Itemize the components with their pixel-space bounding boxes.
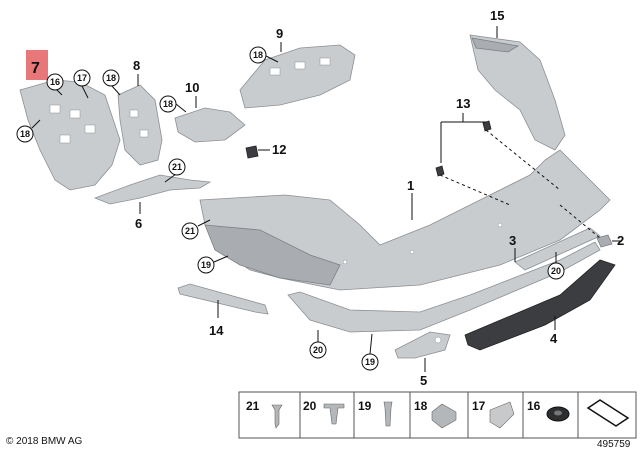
part-number-14: 14	[209, 323, 224, 338]
part-4-diffuser-trim[interactable]	[464, 259, 616, 351]
legend-item-18: 18	[414, 399, 428, 413]
part-9-carrier[interactable]	[239, 44, 356, 109]
pin-clip-icon	[383, 401, 393, 427]
arrow-box-icon	[586, 399, 630, 427]
legend-item-20: 20	[303, 399, 317, 413]
svg-text:19: 19	[365, 357, 375, 367]
callout-18-b: 18	[16, 119, 41, 143]
svg-text:17: 17	[77, 73, 87, 83]
legend-item-17: 17	[472, 399, 486, 413]
legend-item-19: 19	[358, 399, 372, 413]
part-number-15: 15	[490, 8, 504, 23]
svg-text:18: 18	[253, 50, 263, 60]
part-13-clips[interactable]	[435, 120, 492, 177]
part-7-highlight	[26, 50, 48, 80]
spring-nut-icon	[489, 401, 515, 429]
part-number-6: 6	[135, 216, 142, 231]
part-2-clip[interactable]	[596, 234, 613, 248]
diagram-number: 495759	[597, 439, 631, 450]
part-7-mount-bracket[interactable]	[19, 79, 121, 191]
callout-16-a: 16	[46, 73, 64, 96]
svg-text:18: 18	[163, 99, 173, 109]
part-number-3: 3	[509, 233, 516, 248]
part-8-bracket[interactable]	[117, 84, 163, 166]
callout-21-a: 21	[164, 158, 186, 183]
part-3-guide-strip[interactable]	[514, 227, 601, 271]
svg-text:20: 20	[313, 345, 323, 355]
screw-icon	[271, 404, 283, 429]
nut-icon	[431, 403, 457, 429]
expanding-rivet-icon	[323, 403, 345, 425]
part-number-9: 9	[276, 26, 283, 41]
callout-19-b: 19	[361, 333, 379, 371]
callout-21-b: 21	[181, 219, 211, 240]
part-number-8: 8	[133, 58, 140, 73]
part-12-clip[interactable]	[245, 145, 259, 159]
part-number-13: 13	[456, 96, 470, 111]
part-number-1: 1	[407, 178, 414, 193]
svg-text:18: 18	[20, 129, 30, 139]
svg-text:16: 16	[50, 77, 60, 87]
part-10-cover[interactable]	[174, 107, 246, 143]
lower-bumper-panel[interactable]	[287, 241, 601, 333]
svg-text:19: 19	[201, 260, 211, 270]
part-number-4: 4	[550, 331, 558, 346]
part-number-2: 2	[617, 233, 624, 248]
part-5-insert[interactable]	[394, 331, 451, 359]
callout-20-a: 20	[309, 330, 327, 359]
copyright-text: © 2018 BMW AG	[6, 436, 83, 447]
callout-18-c: 18	[159, 95, 187, 113]
legend-item-16: 16	[527, 399, 541, 413]
svg-text:20: 20	[551, 266, 561, 276]
fastener-legend: 21 20 19 18 17 16	[238, 391, 637, 439]
part-6-bracket[interactable]	[93, 174, 212, 205]
part-1-bumper-cover[interactable]	[199, 149, 611, 291]
part-number-7: 7	[31, 60, 40, 77]
callout-17: 17	[73, 69, 91, 99]
part-number-12: 12	[272, 142, 286, 157]
callout-19-a: 19	[197, 255, 229, 274]
part-15-spoiler[interactable]	[469, 34, 566, 151]
part-number-5: 5	[420, 373, 427, 388]
part-number-10: 10	[185, 80, 199, 95]
part-14-trim-strip[interactable]	[177, 283, 269, 315]
svg-text:21: 21	[185, 226, 195, 236]
callout-20-b: 20	[547, 252, 565, 280]
callout-18-d: 18	[249, 46, 279, 64]
svg-text:21: 21	[172, 162, 182, 172]
legend-item-21: 21	[246, 399, 260, 413]
callout-18-a: 18	[102, 69, 121, 96]
svg-text:18: 18	[106, 73, 116, 83]
